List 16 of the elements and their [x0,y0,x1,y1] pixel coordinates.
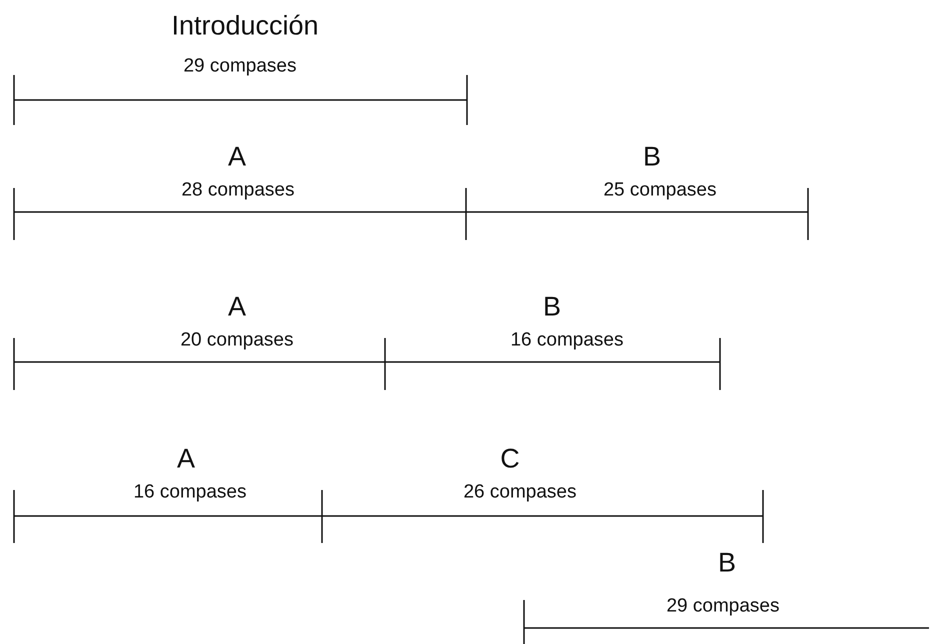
section-letter: B [718,550,736,576]
measure-count: 25 compases [604,180,716,200]
section-title: Introducción [171,12,319,40]
measure-count: 29 compases [184,56,296,76]
measure-count: 16 compases [510,330,624,350]
measure-count: 29 compases [666,596,780,616]
section-letter: B [543,294,561,320]
measure-count: 20 compases [180,330,294,350]
section-letter: A [228,144,246,170]
section-letter: A [228,294,246,320]
section-letter: A [177,446,195,472]
measure-count: 16 compases [134,482,246,502]
section-letter: B [643,144,661,170]
measure-count: 26 compases [464,482,576,502]
section-letter: C [500,446,520,472]
measure-count: 28 compases [182,180,294,200]
